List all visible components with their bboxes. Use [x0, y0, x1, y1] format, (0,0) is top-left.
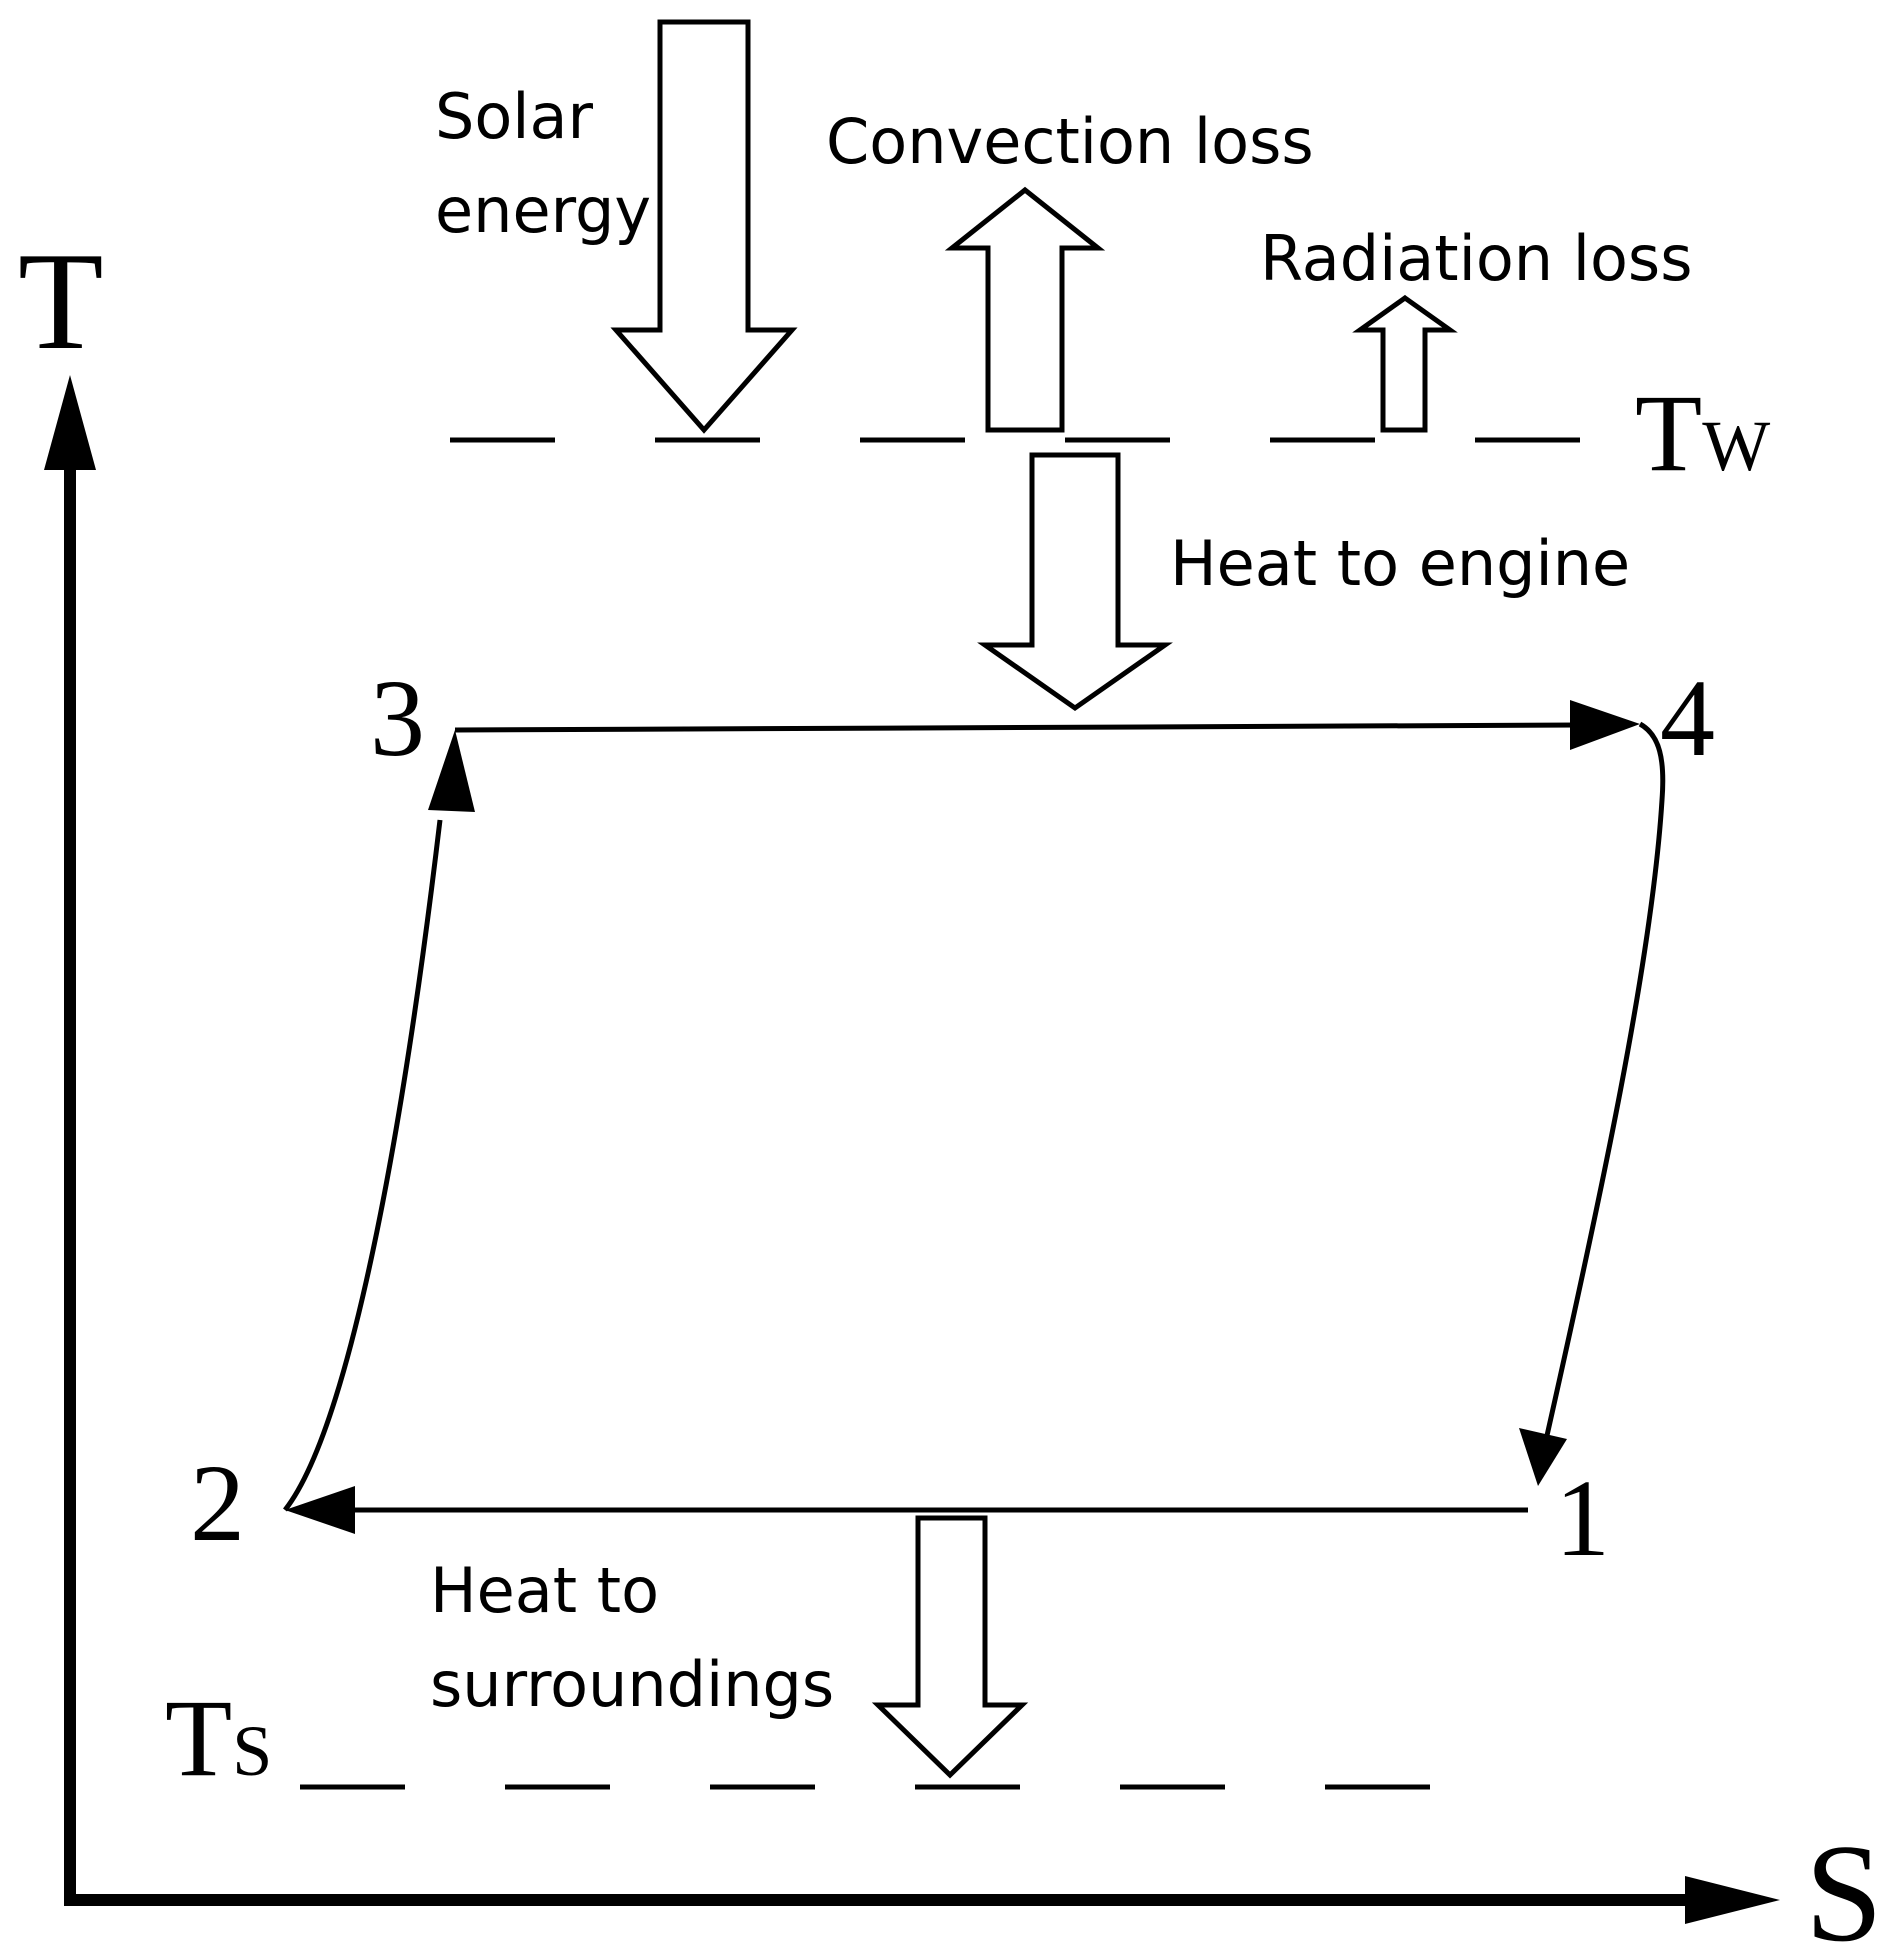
process-2-3-arrowhead [428, 730, 475, 812]
convection-loss-label: Convection loss [826, 105, 1314, 178]
state-labels: 3 4 2 1 [190, 657, 1715, 1579]
entropy-axis-arrowhead [1685, 1876, 1780, 1924]
solar-energy-label: Solar energy [435, 80, 651, 247]
heat-to-surroundings-arrow-shape [871, 1515, 1029, 1779]
solar-energy-arrow [610, 19, 798, 434]
state-2-label: 2 [190, 1442, 245, 1564]
upper-level-label: TW [1635, 372, 1770, 494]
heat-to-surroundings-label: Heat to surroundings [430, 1554, 834, 1721]
cycle [283, 700, 1666, 1534]
convection-loss-arrow-shape [944, 186, 1106, 433]
heat-to-surroundings-arrow [871, 1515, 1029, 1779]
heat-to-engine-label: Heat to engine [1170, 527, 1630, 600]
heat-to-engine-arrow-shape [977, 452, 1173, 712]
upper-temperature-level: TW [450, 372, 1770, 494]
lower-temperature-level: TS [165, 1677, 1480, 1799]
process-3-4-arrowhead [1570, 700, 1640, 750]
state-3-label: 3 [370, 657, 425, 779]
convection-loss-arrow [944, 186, 1106, 433]
process-3-4 [454, 722, 1581, 733]
process-1-2-arrowhead [285, 1486, 355, 1534]
radiation-loss-arrow [1352, 294, 1458, 433]
process-4-1-arrowhead [1519, 1428, 1567, 1486]
radiation-loss-arrow-shape [1352, 294, 1458, 433]
lower-level-label: TS [165, 1677, 272, 1799]
temperature-axis-arrowhead [44, 375, 96, 470]
flow-labels: Solar energy Convection loss Radiation l… [430, 80, 1693, 1721]
state-4-label: 4 [1660, 657, 1715, 779]
temperature-axis-label: T [18, 224, 104, 379]
solar-energy-arrow-shape [610, 19, 798, 434]
axes: T S [18, 224, 1883, 1956]
heat-to-engine-arrow [977, 452, 1173, 712]
radiation-loss-label: Radiation loss [1260, 222, 1693, 295]
entropy-axis-label: S [1805, 1816, 1883, 1956]
process-2-3 [283, 819, 443, 1512]
state-1-label: 1 [1555, 1457, 1610, 1579]
process-4-1 [1543, 721, 1666, 1441]
